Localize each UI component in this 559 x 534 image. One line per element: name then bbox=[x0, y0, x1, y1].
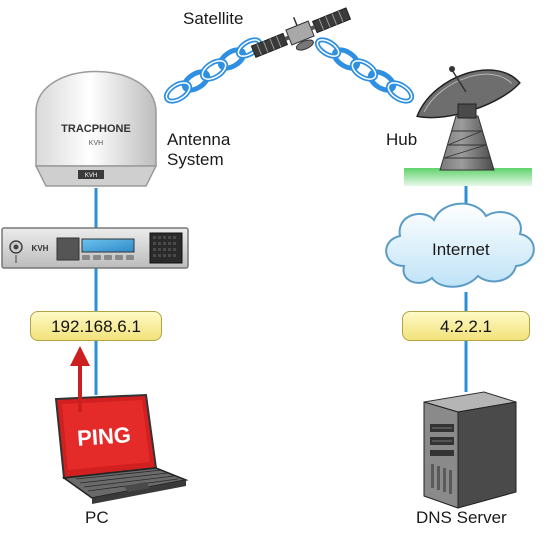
satellite-link-chain-left-inner bbox=[165, 39, 261, 102]
antenna-base-brand: KVH bbox=[85, 173, 97, 179]
satellite-link-chain-right-inner bbox=[316, 39, 413, 102]
pc-label: PC bbox=[85, 508, 109, 527]
link-lines bbox=[94, 180, 468, 395]
internet-cloud-icon bbox=[385, 202, 535, 288]
modem-brand-label: KVH bbox=[32, 244, 49, 253]
satellite-icon bbox=[250, 7, 352, 58]
ping-arrow-icon bbox=[70, 346, 90, 412]
dns-server-label: DNS Server bbox=[416, 508, 507, 527]
modem-unit-icon: KVH bbox=[1, 227, 189, 269]
dns-ip-tag: 4.2.2.1 bbox=[402, 311, 530, 341]
pc-gateway-ip-tag: 192.168.6.1 bbox=[30, 311, 162, 341]
dns-server-icon bbox=[423, 391, 517, 509]
internet-label: Internet bbox=[432, 240, 490, 259]
hub-dish-icon bbox=[404, 66, 532, 186]
satellite-link-chain-left bbox=[163, 37, 263, 104]
antenna-brand-label: TRACPHONE bbox=[61, 123, 131, 135]
antenna-system-label: Antenna System bbox=[167, 130, 231, 169]
hub-label: Hub bbox=[386, 130, 418, 149]
antenna-maker-label: KVH bbox=[89, 140, 103, 147]
ping-label: PING bbox=[76, 422, 131, 451]
antenna-dome-icon: KVH TRACPHONE KVH bbox=[34, 70, 158, 187]
pc-laptop-icon: PING bbox=[54, 393, 189, 504]
satellite-link-chain-right bbox=[314, 37, 415, 104]
satellite-label: Satellite bbox=[183, 9, 244, 28]
